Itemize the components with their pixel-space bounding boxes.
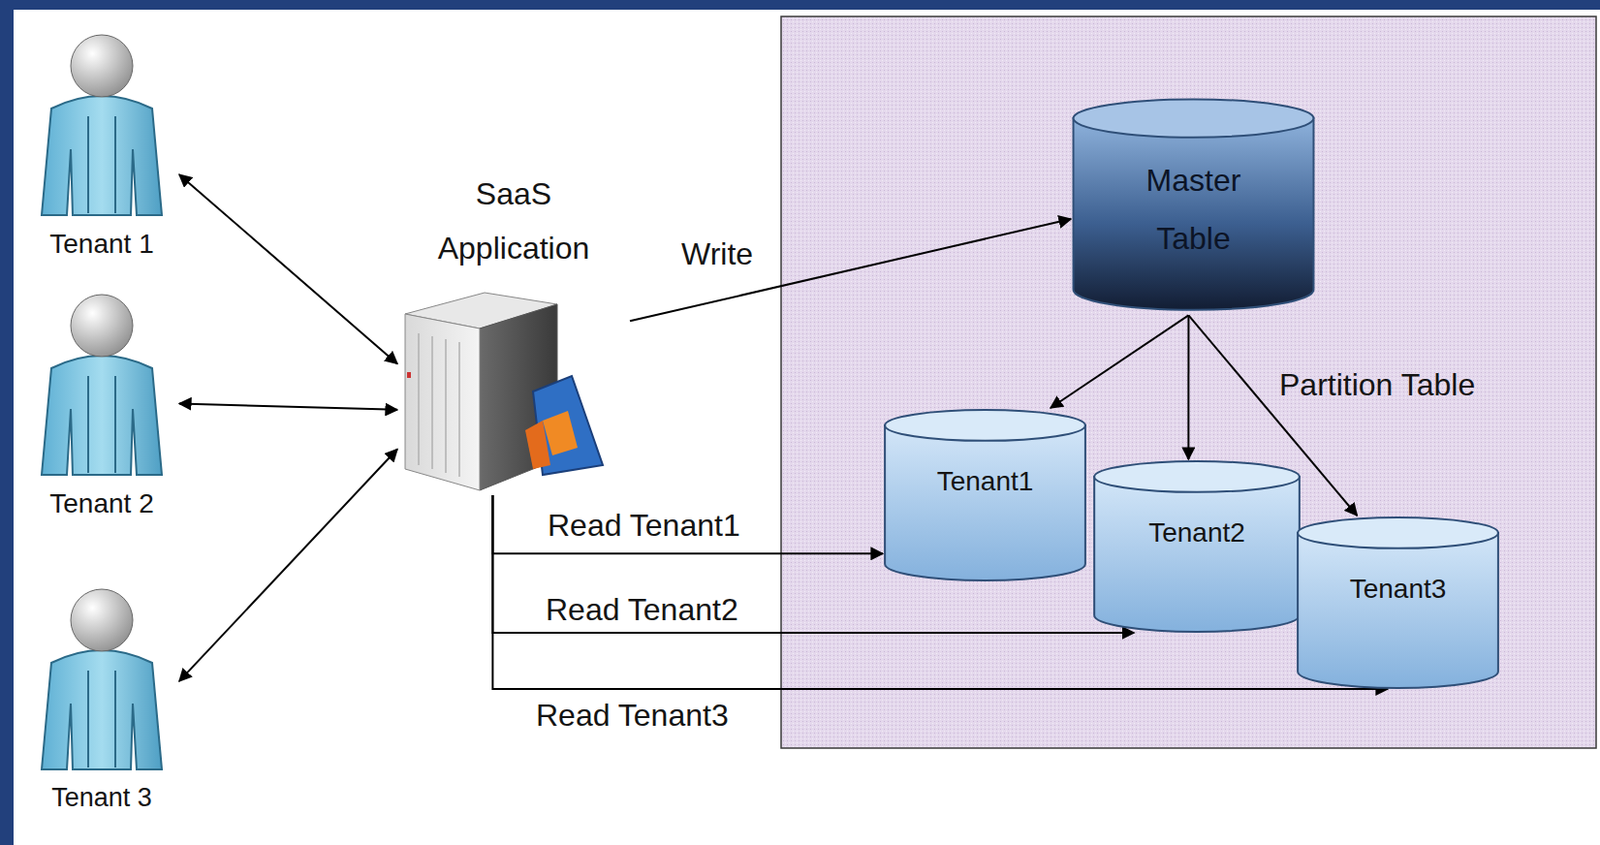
connector-arrow bbox=[179, 174, 398, 364]
edge-label: Read Tenant1 bbox=[547, 507, 741, 543]
connector-arrow bbox=[179, 449, 398, 682]
partition-table: Tenant1 bbox=[882, 407, 1088, 582]
edge-label: Write bbox=[681, 236, 753, 272]
tenant-user: Tenant 1 bbox=[24, 23, 180, 260]
node-label: Tenant3 bbox=[1295, 573, 1501, 605]
saas-server: SaaS Application bbox=[397, 166, 630, 496]
edge-label: Read Tenant2 bbox=[545, 592, 739, 628]
server-icon bbox=[397, 275, 630, 496]
node-label: Master Table bbox=[1116, 151, 1272, 268]
node-label: Tenant 1 bbox=[24, 228, 180, 260]
canvas-ground bbox=[13, 9, 1600, 845]
connector-arrow bbox=[1050, 314, 1189, 408]
node-label: Tenant1 bbox=[882, 466, 1088, 498]
node-label: SaaS Application bbox=[411, 166, 616, 276]
node-label: Tenant2 bbox=[1092, 517, 1302, 549]
person-icon bbox=[24, 23, 180, 223]
connector-arrow bbox=[492, 495, 883, 554]
partition-table: Tenant2 bbox=[1092, 459, 1302, 633]
tenant-user: Tenant 3 bbox=[24, 577, 180, 814]
database-region bbox=[781, 16, 1597, 749]
node-label: Tenant 2 bbox=[24, 488, 180, 520]
person-icon bbox=[24, 282, 180, 483]
tenant-user: Tenant 2 bbox=[24, 282, 180, 520]
connector-arrow bbox=[179, 403, 398, 409]
annotation-label: Partition Table bbox=[1279, 367, 1475, 403]
connector-arrow bbox=[629, 219, 1071, 321]
master-table: Master Table bbox=[1070, 96, 1317, 312]
database-cylinder bbox=[1070, 96, 1317, 312]
person-icon bbox=[24, 577, 180, 778]
partition-table: Tenant3 bbox=[1295, 515, 1501, 690]
edge-label: Read Tenant3 bbox=[535, 697, 729, 733]
connector-arrow bbox=[1187, 314, 1190, 460]
node-label: Tenant 3 bbox=[24, 783, 180, 814]
